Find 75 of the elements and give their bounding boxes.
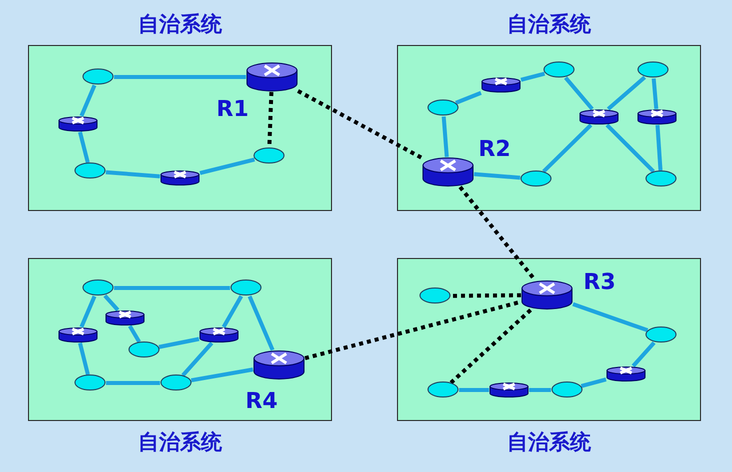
link-line <box>181 342 214 377</box>
link-line <box>455 91 482 105</box>
host-ellipse <box>426 381 458 398</box>
link-line <box>114 286 230 290</box>
link-line <box>114 75 246 79</box>
dotted-link-line <box>450 308 532 384</box>
router-symbol <box>422 156 474 186</box>
link-line <box>656 124 662 171</box>
link-line <box>580 377 607 388</box>
host-ellipse <box>82 68 114 85</box>
router-label: R4 <box>245 390 278 414</box>
host-ellipse <box>230 279 262 296</box>
dotted-link-line <box>304 300 522 360</box>
region-title: 自治系统 <box>138 430 222 454</box>
link-line <box>222 295 244 328</box>
host-ellipse <box>644 326 676 343</box>
region-title: 自治系统 <box>138 12 222 36</box>
router-symbol <box>606 366 646 382</box>
link-line <box>106 381 160 385</box>
link-line <box>80 84 96 117</box>
host-ellipse <box>542 61 574 78</box>
host-ellipse <box>418 287 450 304</box>
host-ellipse <box>520 170 552 187</box>
link-line <box>80 296 96 328</box>
link-line <box>529 388 551 392</box>
link-line <box>78 342 90 376</box>
link-line <box>606 76 646 110</box>
host-ellipse <box>128 341 160 358</box>
host-ellipse <box>550 381 582 398</box>
router-symbol <box>636 108 676 124</box>
router-symbol <box>198 326 238 342</box>
router-label: R1 <box>216 98 249 122</box>
dotted-link-line <box>297 89 423 160</box>
router-label: R2 <box>478 138 511 162</box>
host-ellipse <box>252 147 284 164</box>
link-line <box>200 158 255 176</box>
link-line <box>572 302 648 332</box>
link-line <box>106 170 160 178</box>
link-line <box>158 337 200 349</box>
router-symbol <box>104 310 144 326</box>
link-line <box>632 341 656 368</box>
host-ellipse <box>160 374 192 391</box>
link-line <box>459 388 489 392</box>
link-line <box>78 132 90 164</box>
region-title: 自治系统 <box>507 12 591 36</box>
router-symbol <box>160 170 200 186</box>
host-ellipse <box>636 61 668 78</box>
link-line <box>652 78 658 110</box>
link-line <box>128 324 141 343</box>
host-ellipse <box>644 170 676 187</box>
dotted-link-line <box>450 293 522 298</box>
router-symbol <box>488 382 528 398</box>
router-symbol <box>480 76 520 92</box>
link-line <box>442 116 449 158</box>
router-symbol <box>58 326 98 342</box>
link-line <box>103 294 120 312</box>
link-line <box>190 368 254 382</box>
link-line <box>606 124 655 173</box>
dotted-link-line <box>458 186 536 282</box>
region-title: 自治系统 <box>507 430 591 454</box>
link-line <box>474 172 520 180</box>
router-symbol <box>246 62 298 92</box>
router-symbol <box>58 116 98 132</box>
link-line <box>542 124 592 173</box>
link-line <box>520 72 546 82</box>
router-symbol <box>252 350 304 380</box>
router-symbol <box>520 280 572 310</box>
host-ellipse <box>74 374 106 391</box>
host-ellipse <box>82 279 114 296</box>
router-symbol <box>578 108 618 124</box>
link-line <box>564 76 594 110</box>
router-label: R3 <box>583 270 616 294</box>
host-ellipse <box>74 162 106 179</box>
host-ellipse <box>426 99 458 116</box>
link-line <box>248 296 274 351</box>
